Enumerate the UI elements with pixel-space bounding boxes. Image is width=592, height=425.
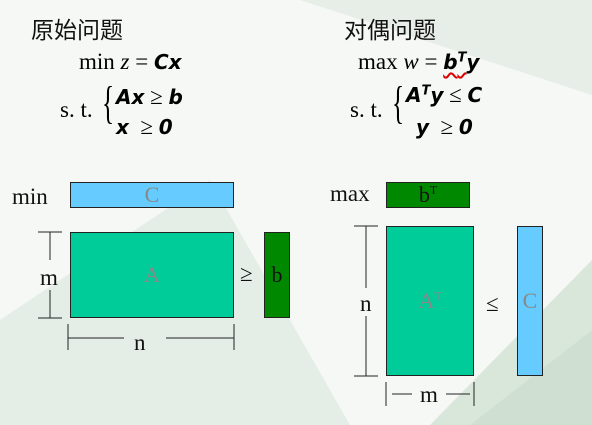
primal-rel-symbol: ≥	[240, 261, 253, 286]
primal-objective-var: z	[120, 49, 130, 74]
dual-objective-eq: =	[424, 49, 438, 74]
dual-title: 对偶问题	[344, 18, 436, 44]
dual-constraint-2: y ≥ 0	[416, 115, 473, 138]
dual-m-label: m	[420, 382, 438, 407]
dual-c2-rel: ≥	[440, 114, 454, 139]
dual-at-matrix-label: AT	[418, 288, 441, 314]
primal-c1-rel: ≥	[150, 84, 163, 109]
dual-objective-op: max	[358, 49, 398, 74]
primal-objective-expr: Cx	[153, 50, 182, 74]
primal-a-matrix-label: A	[144, 262, 160, 287]
primal-constraint-1: Ax ≥ b	[116, 85, 183, 108]
primal-c2-rhs: 0	[158, 115, 173, 139]
dual-diagram-max-label: max	[330, 181, 370, 206]
primal-n-dimension-lines	[67, 324, 235, 350]
dual-objective-sup: T	[457, 50, 467, 66]
dual-c1-a: A	[406, 83, 422, 107]
primal-m-label: m	[40, 265, 58, 290]
dual-c1-sup: T	[421, 83, 431, 99]
dual-m-dimension-lines	[385, 382, 475, 406]
dual-objective-var: w	[403, 49, 419, 74]
primal-objective: min z = Cx	[79, 50, 182, 73]
primal-c-vector-label: C	[144, 182, 160, 207]
dual-objective-y: y	[466, 50, 480, 74]
primal-constraint-2: x ≥ 0	[116, 115, 173, 138]
dual-st-label: s. t.	[350, 97, 383, 122]
dual-constraint-1: ATy ≤ C	[406, 83, 482, 106]
primal-diagram-min-label: min	[12, 184, 48, 209]
dual-at-sup: T	[434, 288, 442, 303]
dual-objective: max w = bTy	[358, 50, 479, 73]
dual-c2-rhs: 0	[458, 115, 473, 139]
dual-c1-lhs: ATy	[406, 83, 443, 107]
dual-n-label: n	[360, 291, 372, 316]
primal-c-vector-box: C	[70, 182, 234, 208]
primal-b-vector-label: b	[271, 262, 283, 287]
dual-bt-vector-label: bT	[419, 182, 437, 208]
primal-c1-rhs: b	[168, 85, 183, 109]
primal-a-matrix-box: A	[70, 232, 234, 318]
dual-bt-text: b	[418, 182, 430, 207]
dual-rel-symbol: ≤	[486, 291, 499, 316]
dual-at-matrix-box: AT	[386, 226, 474, 376]
dual-objective-b: bT	[443, 50, 466, 74]
dual-constraint-brace: {	[392, 77, 405, 128]
primal-title: 原始问题	[31, 18, 123, 44]
primal-n-label: n	[134, 330, 146, 355]
primal-b-vector-box: b	[264, 232, 290, 318]
primal-st-label: s. t.	[60, 97, 93, 122]
dual-c-vector-label: C	[522, 288, 538, 313]
primal-c2-lhs: x	[116, 115, 129, 139]
primal-m-dimension-lines	[38, 231, 62, 319]
dual-bt-vector-box: bT	[386, 182, 470, 208]
dual-c1-rhs: C	[467, 83, 483, 107]
primal-c2-rel: ≥	[140, 114, 154, 139]
dual-c1-y: y	[430, 83, 444, 107]
dual-c2-lhs: y	[416, 115, 430, 139]
dual-c1-rel: ≤	[449, 82, 462, 107]
dual-bt-sup: T	[429, 182, 438, 197]
primal-constraint-brace: {	[102, 77, 115, 128]
primal-objective-eq: =	[135, 49, 149, 74]
primal-c1-lhs: Ax	[116, 85, 145, 109]
dual-c-vector-box: C	[517, 226, 543, 376]
dual-at-text: A	[418, 288, 435, 313]
primal-objective-op: min	[79, 49, 115, 74]
dual-n-dimension-lines	[354, 225, 378, 377]
dual-objective-b-text: b	[443, 50, 458, 74]
